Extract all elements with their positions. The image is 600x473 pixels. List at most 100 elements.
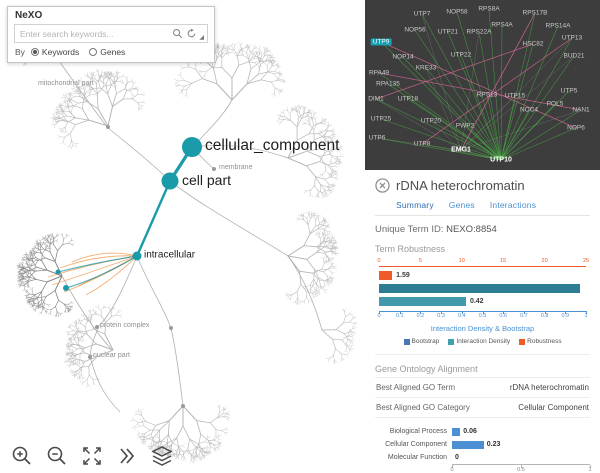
network-node-NOP58[interactable]: NOP58 xyxy=(446,9,467,16)
tree-node-label[interactable]: cellular_component xyxy=(205,137,339,155)
details-header: rDNA heterochromatin xyxy=(375,178,590,193)
expand-tree-button[interactable] xyxy=(115,444,139,468)
table-row: Best Aligned GO Term rDNA heterochromati… xyxy=(375,377,590,398)
tab-interactions[interactable]: Interactions xyxy=(490,200,536,210)
resize-grip-icon[interactable]: ◢ xyxy=(199,34,204,42)
fit-to-screen-icon xyxy=(80,444,104,468)
robustness-bar-bootstrap xyxy=(379,284,586,293)
network-node-EMG1[interactable]: EMG1 xyxy=(451,147,471,154)
tab-genes[interactable]: Genes xyxy=(449,200,475,210)
double-chevron-icon xyxy=(115,444,139,468)
network-node-NAN1[interactable]: NAN1 xyxy=(572,107,589,114)
term-id-label: Unique Term ID: xyxy=(375,224,443,235)
network-node-RPS17B[interactable]: RPS17B xyxy=(523,10,548,17)
robustness-heading: Term Robustness xyxy=(375,244,590,254)
network-node-RPS13[interactable]: RPS13 xyxy=(477,92,498,99)
refresh-icon[interactable] xyxy=(186,28,197,39)
network-node-UTP9[interactable]: UTP9 xyxy=(371,39,392,46)
network-node-KRE33[interactable]: KRE33 xyxy=(416,65,437,72)
zoom-out-button[interactable] xyxy=(45,444,69,468)
radio-genes[interactable]: Genes xyxy=(89,47,125,57)
network-node-UTP6[interactable]: UTP6 xyxy=(369,135,386,142)
app-logo: NeXO xyxy=(15,10,208,21)
radio-keywords[interactable]: Keywords xyxy=(31,47,79,57)
go-term-label: Best Aligned GO Term xyxy=(376,383,455,392)
network-node-NOP14[interactable]: NOP14 xyxy=(392,54,413,61)
network-node-RPA49[interactable]: RPA49 xyxy=(369,70,389,77)
go-alignment-heading: Gene Ontology Alignment xyxy=(375,364,590,374)
term-title: rDNA heterochromatin xyxy=(396,178,525,193)
network-node-UTP21[interactable]: UTP21 xyxy=(438,29,458,36)
close-button[interactable] xyxy=(375,178,390,193)
by-label: By xyxy=(15,47,25,57)
view-controls xyxy=(10,444,174,468)
zoom-out-icon xyxy=(45,444,69,468)
search-input[interactable]: Enter search keywords... ◢ xyxy=(14,24,208,43)
tree-node-label[interactable]: membrane xyxy=(219,164,252,171)
term-robustness-chart: 0510152025 1.590.42 00.10.20.30.40.50.60… xyxy=(375,257,590,345)
legend-item: Interaction Density xyxy=(448,338,510,345)
network-node-DIM1[interactable]: DIM1 xyxy=(368,96,384,103)
network-node-UTP7[interactable]: UTP7 xyxy=(414,11,431,18)
robustness-axis-caption: Interaction Density & Bootstrap xyxy=(375,324,590,333)
network-node-RPS8A[interactable]: RPS8A xyxy=(478,6,499,13)
network-node-POL5[interactable]: POL5 xyxy=(547,101,564,108)
divider xyxy=(375,354,590,355)
robustness-bottom-axis: 00.10.20.30.40.50.60.70.80.91 xyxy=(379,311,586,312)
network-node-UTP25[interactable]: UTP25 xyxy=(371,116,391,123)
tab-summary[interactable]: Summary xyxy=(396,200,434,210)
network-node-UTP13[interactable]: UTP13 xyxy=(562,35,582,42)
network-node-RPS14A[interactable]: RPS14A xyxy=(546,23,571,30)
go-category-label: Best Aligned GO Category xyxy=(376,403,470,412)
tree-node-label[interactable]: protein complex xyxy=(100,322,149,329)
zoom-in-button[interactable] xyxy=(10,444,34,468)
layers-button[interactable] xyxy=(150,444,174,468)
network-node-UTP8[interactable]: UTP8 xyxy=(414,141,431,148)
robustness-bars: 1.590.42 xyxy=(379,271,586,306)
network-node-UTP5[interactable]: UTP5 xyxy=(561,88,578,95)
details-tabs: Summary Genes Interactions xyxy=(375,200,590,216)
tree-node-label[interactable]: mitochondrial part xyxy=(38,80,94,87)
network-node-UTP20[interactable]: UTP20 xyxy=(421,118,441,125)
fit-to-screen-button[interactable] xyxy=(80,444,104,468)
network-node-BUD21[interactable]: BUD21 xyxy=(564,53,585,60)
network-node-UTP15[interactable]: UTP15 xyxy=(505,93,525,100)
network-node-NOP56[interactable]: NOP56 xyxy=(404,27,425,34)
zoom-in-icon xyxy=(10,444,34,468)
search-icon[interactable] xyxy=(172,28,183,39)
network-node-NOC4[interactable]: NOC4 xyxy=(520,107,538,114)
tree-node-label[interactable]: cell part xyxy=(182,172,231,188)
go-alignment-chart: Biological Process0.06Cellular Component… xyxy=(375,425,590,473)
radio-keywords-icon[interactable] xyxy=(31,48,39,56)
go-category-value: Cellular Component xyxy=(518,403,589,412)
network-node-NOP6[interactable]: NOP6 xyxy=(567,125,585,132)
term-id-value: NEXO:8854 xyxy=(446,224,497,235)
layers-icon xyxy=(150,444,174,468)
radio-genes-icon[interactable] xyxy=(89,48,97,56)
network-node-UTP18[interactable]: UTP18 xyxy=(398,96,418,103)
network-node-RPS4A[interactable]: RPS4A xyxy=(491,22,512,29)
term-details-panel: rDNA heterochromatin Summary Genes Inter… xyxy=(365,170,600,473)
ontology-tree-canvas[interactable]: NeXO Enter search keywords... ◢ By Keywo… xyxy=(0,0,365,473)
legend-item: Robustness xyxy=(519,338,561,345)
network-node-RPS22A[interactable]: RPS22A xyxy=(467,29,492,36)
tree-node-label[interactable]: intracellular xyxy=(144,250,195,261)
interaction-network-panel[interactable]: UTP7 NOP58 RPS8A RPS17B RPS4A RPS14A UTP13 NOP5… xyxy=(365,0,600,170)
tree-node-label[interactable]: nuclear part xyxy=(93,352,130,359)
go-term-value: rDNA heterochromatin xyxy=(510,383,589,392)
robustness-legend: Bootstrap Interaction Density Robustness xyxy=(375,338,590,345)
table-row: Best Aligned GO Category Cellular Compon… xyxy=(375,398,590,418)
search-mode-options: By Keywords Genes xyxy=(14,47,208,57)
legend-item: Bootstrap xyxy=(404,338,440,345)
radio-keywords-label: Keywords xyxy=(42,47,79,57)
robustness-bar-robustness: 1.59 xyxy=(379,271,586,280)
network-node-UTP22[interactable]: UTP22 xyxy=(451,52,471,59)
network-node-RPA135[interactable]: RPA135 xyxy=(376,81,400,88)
robustness-top-axis: 0510152025 xyxy=(379,257,586,267)
radio-genes-label: Genes xyxy=(100,47,125,57)
network-node-HSC82[interactable]: HSC82 xyxy=(523,41,544,48)
network-node-PWP2[interactable]: PWP2 xyxy=(456,123,474,130)
network-node-UTP10[interactable]: UTP10 xyxy=(490,157,512,164)
ontology-tree-svg xyxy=(0,0,365,473)
